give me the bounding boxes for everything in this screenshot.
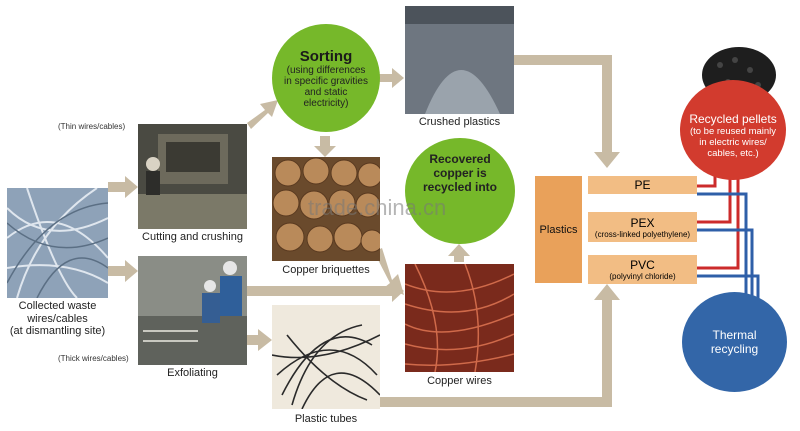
sorting-line-3: and static: [304, 86, 348, 98]
arrow-sorting-to-briquettes: [314, 136, 336, 157]
arrow-collected-to-exfoliating: [108, 260, 138, 282]
sorting-line-1: (using differences: [286, 64, 366, 76]
cutting-photo: [138, 124, 247, 229]
pellets-title: Recycled pellets: [689, 111, 777, 126]
arrow-sorting-to-crushed: [378, 68, 404, 88]
recovered-line-2: copper is: [433, 166, 487, 180]
flow-pvc-to-thermal: [697, 274, 760, 300]
flow-pe-to-thermal: [697, 192, 748, 300]
flow-pvc-to-pellets: [697, 170, 740, 270]
crushed-plastics-photo: [405, 6, 514, 114]
exfoliating-label: Exfoliating: [167, 367, 218, 379]
thick-wires-label: (Thick wires/cables): [58, 354, 129, 363]
recycled-pellets-circle: Recycled pellets (to be reused mainly in…: [680, 80, 786, 180]
sorting-line-2: in specific gravities: [284, 75, 368, 87]
thin-wires-label: (Thin wires/cables): [58, 122, 126, 131]
arrow-exfoliating-to-copper-wires: [247, 280, 404, 302]
pellets-line-3: cables, etc.): [707, 147, 759, 159]
copper-briquettes-photo: [272, 157, 380, 261]
pvc-row: PVC (polyvinyl chloride): [588, 255, 697, 284]
pvc-sub: (polyvinyl chloride): [609, 272, 676, 281]
plastic-tubes-photo: [272, 305, 380, 409]
collected-wires-photo: [7, 188, 108, 298]
collected-line-3: (at dismantling site): [9, 325, 106, 338]
pellets-line-1: (to be reused mainly: [689, 125, 777, 137]
arrow-wires-to-recovered: [448, 244, 470, 262]
pe-name: PE: [634, 178, 651, 192]
watermark: trade.china.cn: [308, 195, 447, 220]
recovered-line-3: recycled into: [422, 180, 498, 194]
arrow-exfoliating-to-tubes: [247, 329, 272, 351]
flow-pex-to-pellets: [697, 170, 732, 224]
pex-sub: (cross-linked polyethylene): [594, 229, 691, 239]
collected-line-2: wires/cables: [27, 312, 88, 325]
pex-row: PEX (cross-linked polyethylene): [588, 212, 697, 242]
recovered-line-1: Recovered: [429, 152, 491, 166]
pex-name: PEX: [630, 215, 655, 230]
thermal-line-1: Thermal: [712, 328, 757, 342]
sorting-title: Sorting: [299, 47, 353, 65]
thermal-recycling-circle: Thermal recycling: [682, 292, 787, 392]
copper-wires-label: Copper wires: [427, 375, 492, 387]
collected-line-1: Collected waste: [18, 300, 97, 312]
copper-wires-photo: [405, 264, 514, 372]
briquettes-label: Copper briquettes: [282, 264, 370, 276]
arrow-crushed-to-plastics: [514, 55, 620, 168]
plastics-header: Plastics: [539, 223, 578, 236]
thermal-line-2: recycling: [710, 342, 759, 356]
recovered-copper-circle: Recovered copper is recycled into: [405, 138, 515, 244]
flow-pex-to-thermal: [697, 228, 754, 300]
pvc-name: PVC: [630, 258, 655, 272]
crushed-plastics-label: Crushed plastics: [418, 116, 501, 128]
arrow-collected-to-cutting: [108, 176, 138, 198]
sorting-circle: Sorting (using differences in specific g…: [272, 24, 380, 132]
plastic-tubes-label: Plastic tubes: [294, 413, 358, 425]
arrow-briquettes-to-wires: [374, 248, 404, 295]
cutting-label: Cutting and crushing: [142, 231, 243, 243]
plastics-header-box: Plastics: [535, 176, 582, 283]
exfoliating-photo: [138, 256, 247, 365]
pellets-line-2: in electric wires/: [699, 136, 767, 148]
collected-wires-label: Collected waste wires/cables (at dismant…: [7, 300, 108, 338]
sorting-line-4: electricity): [303, 97, 349, 109]
pe-row: PE: [588, 176, 697, 194]
arrow-cutting-to-sorting: [247, 100, 278, 129]
